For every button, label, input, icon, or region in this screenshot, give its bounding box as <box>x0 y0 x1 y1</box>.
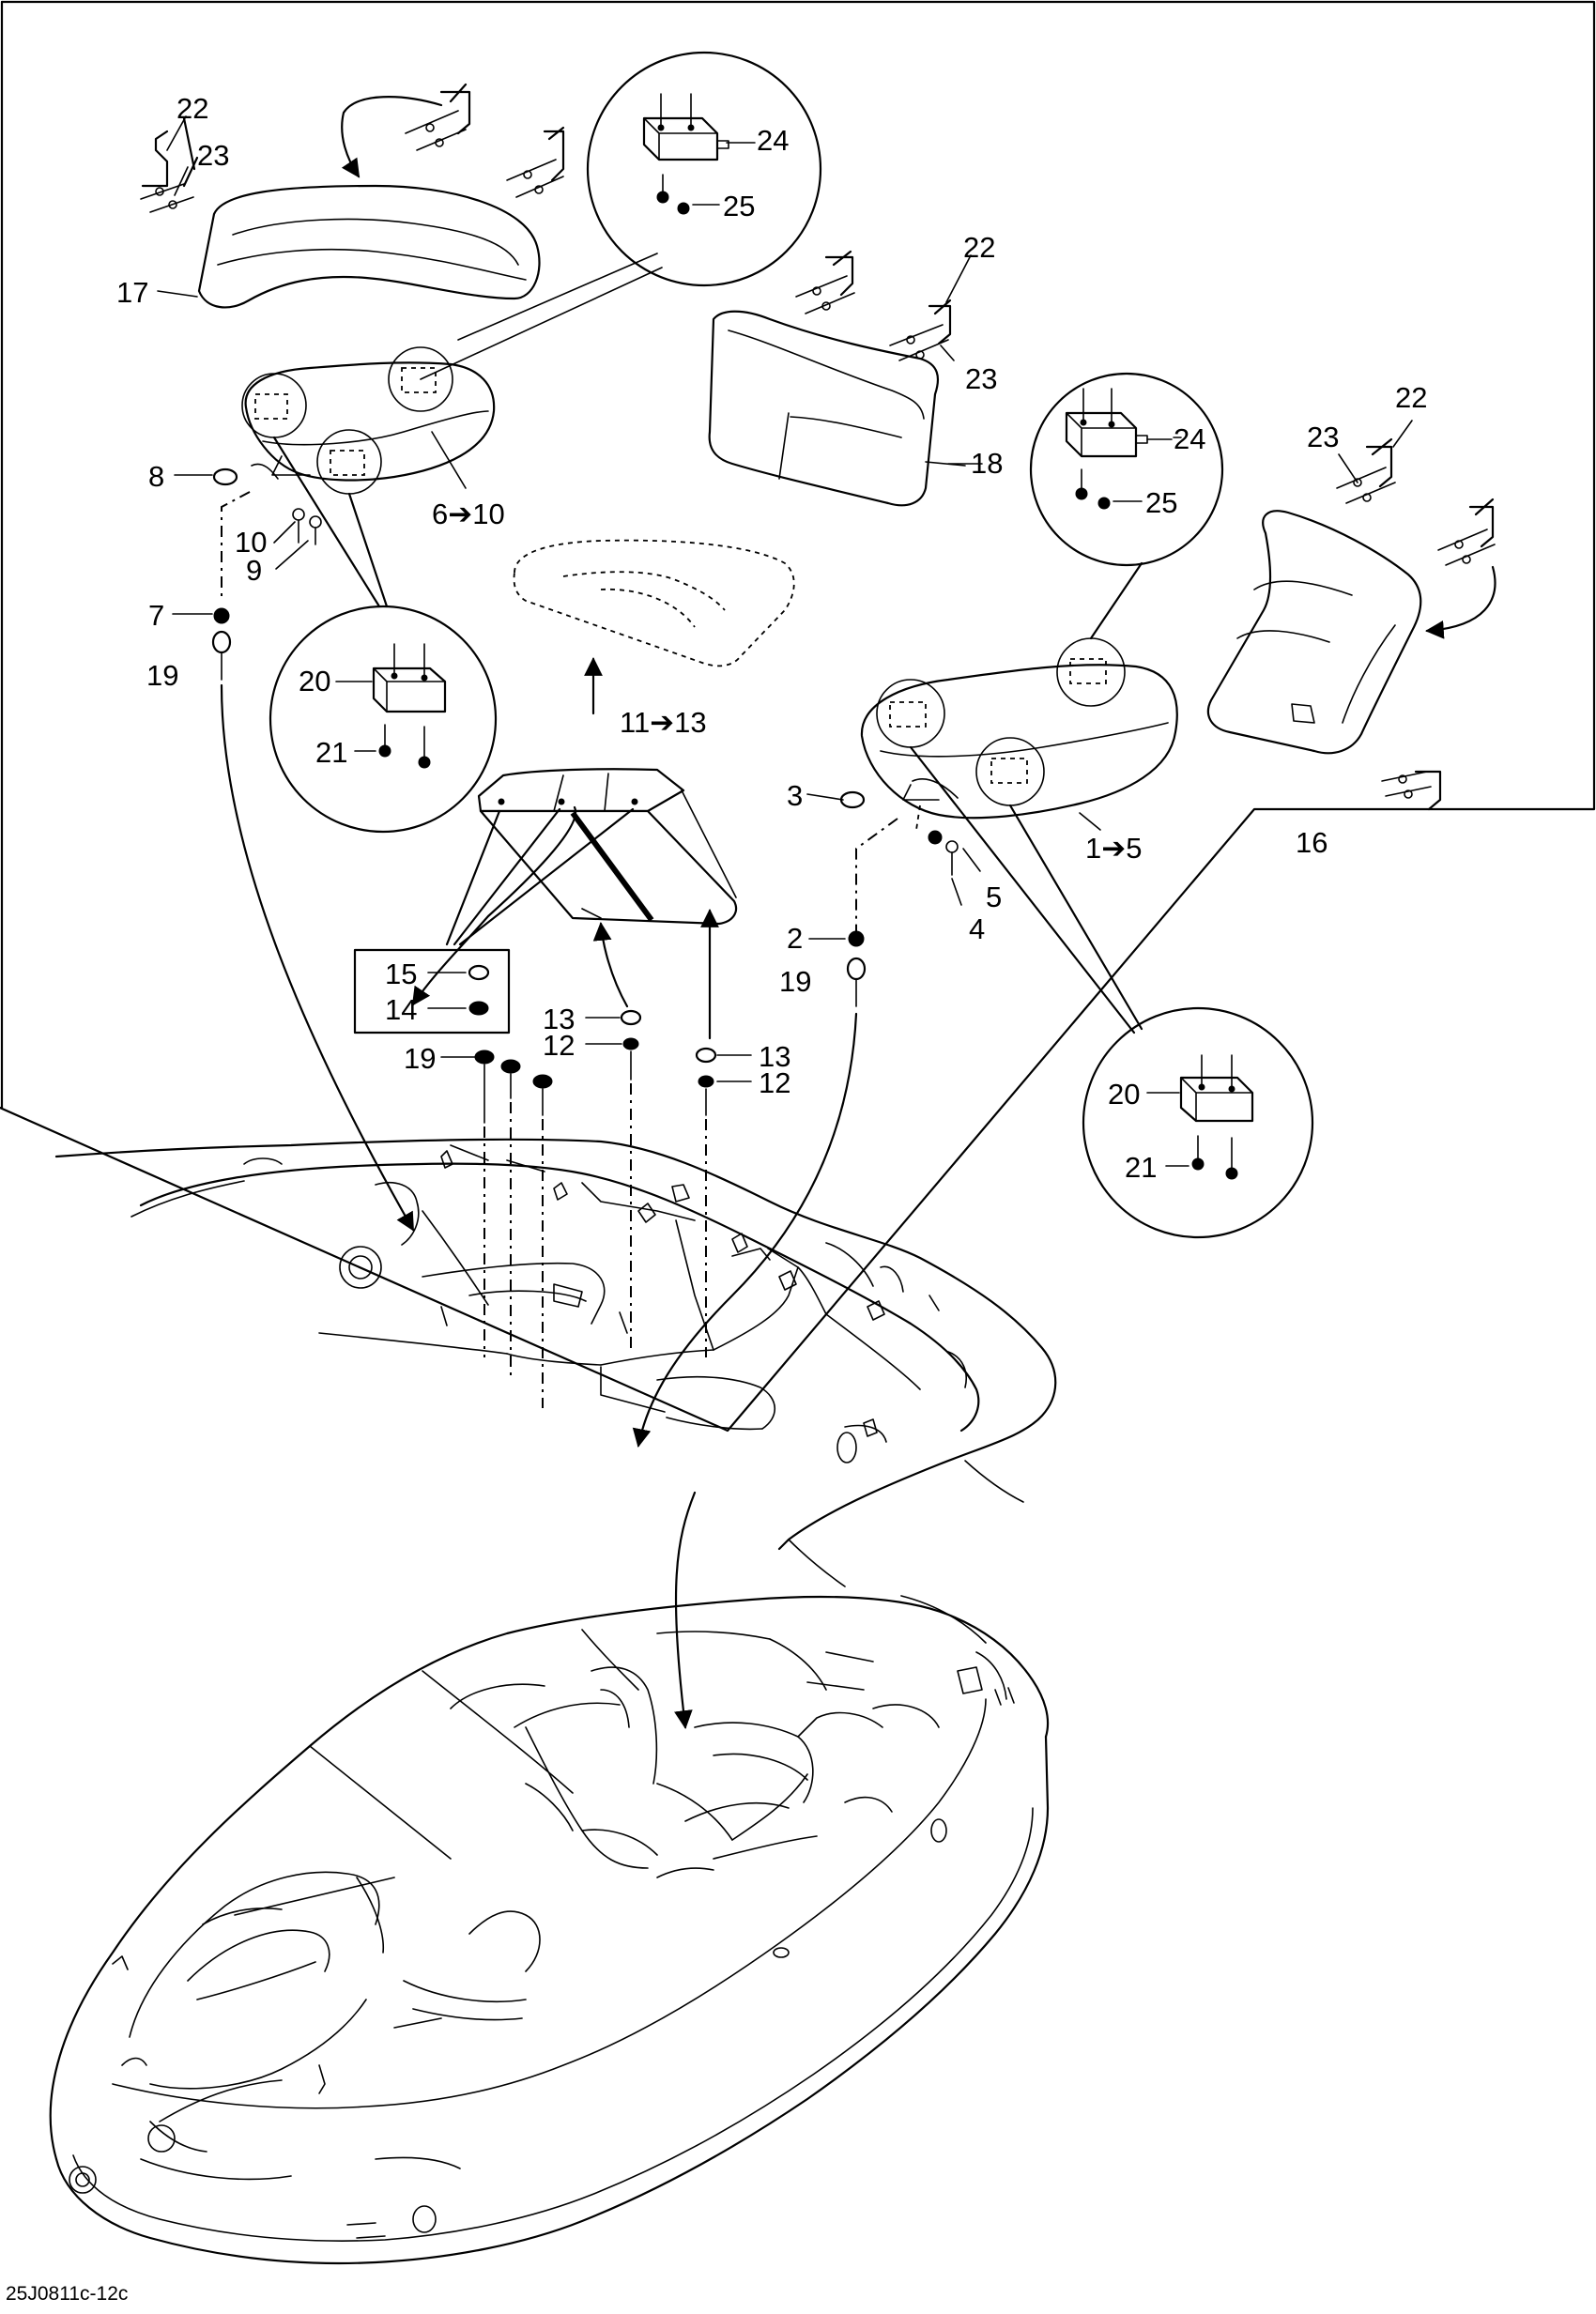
label-11-to-13: 11➔13 <box>620 706 707 739</box>
right-seat-hardware-2-3-4-5 <box>806 778 1101 1007</box>
label-22: 22 <box>1395 381 1427 414</box>
label-18: 18 <box>971 447 1003 480</box>
center-backrest-18 <box>708 310 966 507</box>
label-4: 4 <box>969 912 985 945</box>
center-cushion-ghost <box>513 539 795 667</box>
label-14: 14 <box>385 993 417 1026</box>
label-13: 13 <box>759 1040 790 1073</box>
label-22: 22 <box>176 92 208 125</box>
label-20: 20 <box>299 665 330 697</box>
label-23: 23 <box>965 362 997 395</box>
label-12: 12 <box>759 1066 790 1099</box>
center-clips-22-23 <box>795 250 972 361</box>
label-19: 19 <box>146 659 178 692</box>
detail-circle-24-25-right <box>1029 372 1224 640</box>
left-upper-clip-right <box>341 83 565 198</box>
label-22: 22 <box>963 231 995 264</box>
label-24: 24 <box>757 124 789 157</box>
label-24: 24 <box>1174 422 1205 455</box>
center-folding-seat-11-13 <box>411 657 738 1006</box>
left-seat-backrest-17 <box>197 184 541 309</box>
label-16: 16 <box>1296 826 1327 859</box>
detail-circle-20-21-left <box>269 436 498 834</box>
label-3: 3 <box>787 779 803 812</box>
drawing-reference-code: 25J0811c-12c <box>6 2283 129 2305</box>
label-23: 23 <box>1307 421 1339 453</box>
label-8: 8 <box>148 460 164 493</box>
boat-full-view <box>49 1491 1050 2265</box>
leader-lines-left <box>157 115 663 615</box>
right-seat-cushion-1-5 <box>860 637 1178 820</box>
label-23: 23 <box>197 139 229 172</box>
label-25: 25 <box>1145 486 1177 519</box>
part-labels: 22 23 17 24 25 22 23 18 8 6➔10 10 9 24 2… <box>116 92 1427 1184</box>
guide-lines-to-deck <box>220 683 858 1448</box>
label-20: 20 <box>1108 1078 1140 1111</box>
label-12: 12 <box>543 1029 575 1062</box>
left-seat-hardware-8-9-10 <box>211 463 322 681</box>
label-19: 19 <box>404 1042 436 1075</box>
label-19: 19 <box>779 965 811 998</box>
label-21: 21 <box>1125 1151 1157 1184</box>
label-1-to-5: 1➔5 <box>1085 832 1142 865</box>
label-15: 15 <box>385 958 417 990</box>
left-upper-clip-22-23 <box>140 116 199 213</box>
label-13: 13 <box>543 1003 575 1035</box>
right-clips-22-23 <box>1336 420 1496 811</box>
detail-circle-24-25-left <box>586 51 822 287</box>
label-17: 17 <box>116 276 148 309</box>
leader-lines-right <box>947 437 1182 465</box>
boat-deck-closeup <box>54 1138 1057 1587</box>
label-2: 2 <box>787 922 803 955</box>
label-6-to-10: 6➔10 <box>432 498 505 530</box>
label-10: 10 <box>235 526 267 559</box>
label-9: 9 <box>246 554 262 587</box>
right-backrest-16 <box>1206 510 1422 755</box>
label-7: 7 <box>148 599 164 632</box>
parts-14-15-box <box>353 807 635 1034</box>
label-21: 21 <box>315 736 347 769</box>
center-screws <box>440 909 752 1124</box>
diagram-frame <box>0 0 1596 1433</box>
label-5: 5 <box>986 881 1002 913</box>
detail-circle-20-21-right <box>909 745 1314 1239</box>
label-25: 25 <box>723 190 755 222</box>
